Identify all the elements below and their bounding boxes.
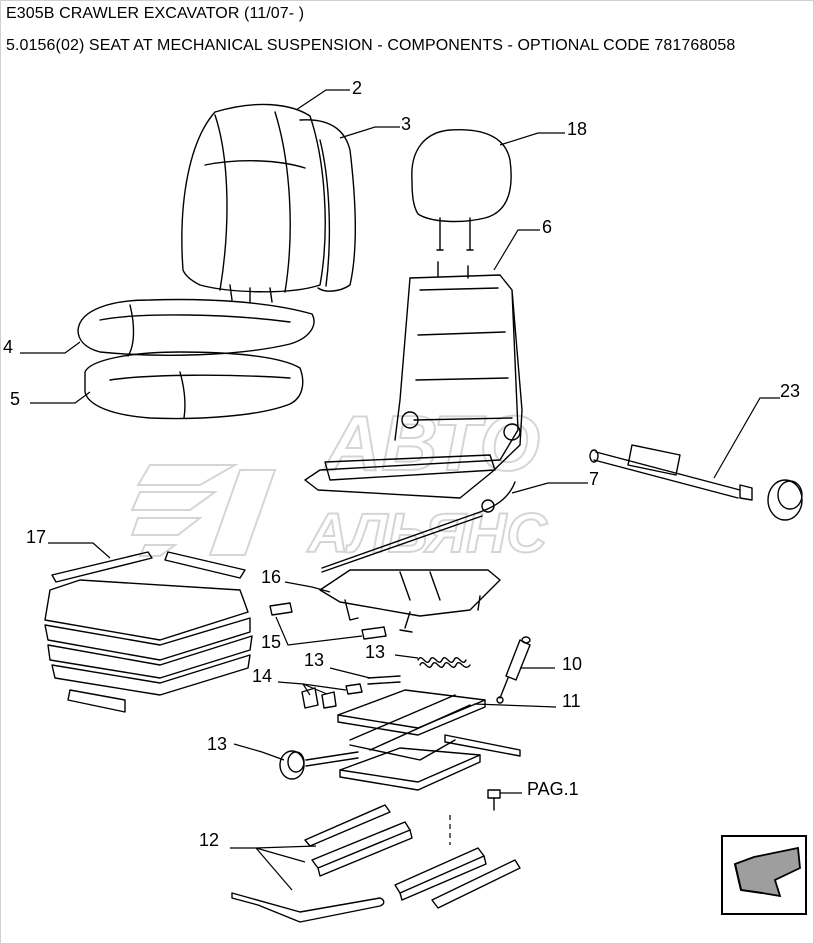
part-14-clips [301,683,363,709]
leader-14c [302,683,347,691]
model-title: E305B CRAWLER EXCAVATOR (11/07- ) [6,5,305,22]
leader-2 [295,89,350,111]
callout-6: 6 [542,217,553,237]
callout-7: 7 [589,469,600,489]
leader-12b [255,847,293,891]
leader-13b [329,667,371,679]
leader-12a [230,845,317,849]
callout-18: 18 [567,119,588,139]
part-17-bellows [44,551,253,713]
callout-pag1[interactable]: PAG.1 [527,779,579,799]
leader-15 [275,616,363,646]
leader-18 [499,132,565,146]
watermark-text-1: АВТО [323,399,540,487]
callout-15: 15 [261,632,282,652]
callout-13-springs: 13 [365,642,386,662]
leader-4 [20,341,81,354]
part-16-mechanism [319,569,501,633]
leader-23 [713,397,780,479]
callout-23: 23 [780,381,801,401]
part-5-seat-base [84,351,304,420]
callout-16: 16 [261,567,282,587]
callout-3: 3 [401,114,412,134]
part-3-backrest-cover [299,119,356,292]
callout-13-pin: 13 [304,650,325,670]
part-6-seat-frame [304,261,523,499]
callout-17: 17 [26,527,47,547]
callout-10: 10 [562,654,583,674]
watermark-logo [130,464,277,557]
part-18-headrest [411,128,512,251]
part-12-rails [231,804,521,923]
leader-5 [30,391,91,404]
part-10-damper [496,636,531,704]
part-13-knob [279,750,359,780]
leader-16 [284,581,331,593]
callout-4: 4 [3,337,14,357]
leader-7 [511,482,588,494]
leader-13c [233,743,285,761]
leader-12c [255,847,306,863]
nav-arrow-graphic [721,835,807,915]
section-title: 5.0156(02) SEAT AT MECHANICAL SUSPENSION… [6,37,736,54]
callout-12: 12 [199,830,220,850]
watermark-text-2: АЛЬЯНС [306,501,548,564]
leader-6 [493,229,540,271]
part-11-scissor-base [337,689,521,791]
part-15-brackets [269,602,387,640]
leader-17 [48,542,111,559]
leader-3 [339,126,400,139]
part-23-rod [589,444,803,521]
part-2-backrest [181,103,326,303]
callout-11: 11 [562,691,581,711]
nav-back-button[interactable] [722,836,806,914]
callout-5: 5 [10,389,21,409]
pag1-bolt [487,789,501,811]
part-7-cable [321,481,516,573]
leader-13a [394,654,419,659]
callout-14: 14 [252,666,273,686]
leader-14b [302,683,328,695]
part-4-seat-cushion [77,298,315,357]
watermark: АВТО АЛЬЯНС [130,398,549,565]
leader-11 [473,703,557,708]
callout-13-knob: 13 [207,734,228,754]
callout-2: 2 [352,78,363,98]
part-13-springs [367,657,471,685]
